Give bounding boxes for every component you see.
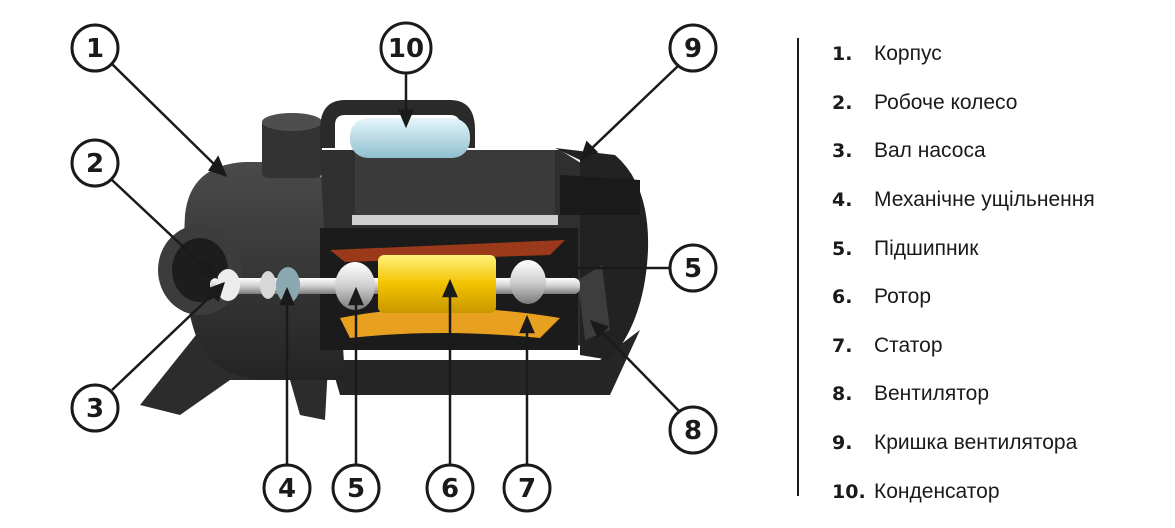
bearing-rear xyxy=(510,260,546,304)
terminal-box xyxy=(355,150,555,220)
impeller xyxy=(216,269,240,301)
callout-10: 10 xyxy=(379,21,433,75)
legend-label: Статор xyxy=(874,333,943,357)
legend-item: 5. Підшипник xyxy=(832,224,1095,273)
svg-text:7: 7 xyxy=(518,474,536,504)
legend-number: 10. xyxy=(832,480,866,503)
callouts: 1 2 3 4 5 6 7 5 8 9 10 xyxy=(70,21,718,513)
legend-divider xyxy=(797,38,799,496)
callout-3: 3 xyxy=(70,383,120,433)
legend-number: 4. xyxy=(832,189,853,212)
callout-9: 9 xyxy=(668,23,718,73)
pump-cutaway-diagram: 1 2 3 4 5 6 7 5 8 9 10 xyxy=(70,21,718,513)
fan xyxy=(578,265,610,340)
legend-item: 10. Конденсатор xyxy=(832,467,1095,516)
svg-text:1: 1 xyxy=(86,34,104,64)
legend-label: Вентилятор xyxy=(874,382,989,406)
legend-number: 3. xyxy=(832,140,853,163)
svg-text:10: 10 xyxy=(388,34,424,64)
bearing-front xyxy=(335,262,375,310)
callout-5-rear: 5 xyxy=(668,243,718,293)
legend-item: 6. Ротор xyxy=(832,273,1095,322)
mechanical-seal xyxy=(276,267,300,303)
svg-text:4: 4 xyxy=(278,474,296,504)
leader-lines xyxy=(111,63,681,468)
legend-number: 5. xyxy=(832,237,853,260)
rotor xyxy=(378,255,496,313)
legend-number: 2. xyxy=(832,91,853,114)
legend-label: Підшипник xyxy=(874,236,979,260)
svg-text:9: 9 xyxy=(684,34,702,64)
legend-label: Ротор xyxy=(874,285,932,309)
legend-item: 1. Корпус xyxy=(832,30,1095,79)
legend-item: 4. Механічне ущільнення xyxy=(832,176,1095,225)
legend-label: Кришка вентилятора xyxy=(874,431,1078,455)
legend-item: 9. Кришка вентилятора xyxy=(832,419,1095,468)
callout-7: 7 xyxy=(502,463,552,513)
legend-label: Конденсатор xyxy=(874,479,1000,503)
svg-text:5: 5 xyxy=(347,474,365,504)
legend-label: Корпус xyxy=(874,42,942,66)
callout-1: 1 xyxy=(70,23,120,73)
svg-text:3: 3 xyxy=(86,394,104,424)
handle xyxy=(320,100,475,148)
legend-label: Робоче колесо xyxy=(874,90,1018,114)
svg-text:6: 6 xyxy=(441,474,459,504)
svg-text:2: 2 xyxy=(86,149,104,179)
legend: 1. Корпус 2. Робоче колесо 3. Вал насоса 4.… xyxy=(832,30,1095,516)
svg-text:5: 5 xyxy=(684,254,702,284)
legend-number: 9. xyxy=(832,432,853,455)
legend-item: 3. Вал насоса xyxy=(832,127,1095,176)
callout-4: 4 xyxy=(262,463,312,513)
legend-item: 2. Робоче колесо xyxy=(832,79,1095,128)
legend-item: 7. Статор xyxy=(832,322,1095,371)
legend-item: 8. Вентилятор xyxy=(832,370,1095,419)
pump-housing xyxy=(184,162,345,380)
legend-number: 6. xyxy=(832,286,853,309)
svg-text:8: 8 xyxy=(684,416,702,446)
legend-number: 7. xyxy=(832,334,853,357)
pump-illustration xyxy=(140,100,649,420)
legend-number: 8. xyxy=(832,383,853,406)
motor-base xyxy=(330,330,640,395)
legend-label: Вал насоса xyxy=(874,139,986,163)
pump-outlet xyxy=(262,118,322,178)
callout-6: 6 xyxy=(425,463,475,513)
callout-2: 2 xyxy=(70,138,120,188)
capacitor xyxy=(350,118,470,158)
legend-number: 1. xyxy=(832,43,853,66)
callout-5-front: 5 xyxy=(331,463,381,513)
callout-8: 8 xyxy=(668,405,718,455)
legend-label: Механічне ущільнення xyxy=(874,188,1095,212)
